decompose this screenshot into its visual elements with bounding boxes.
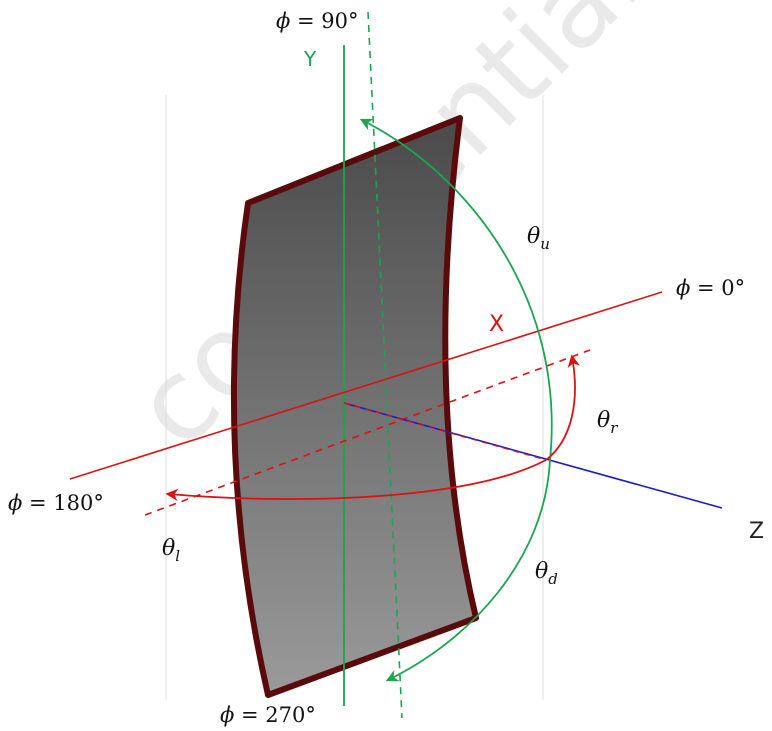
theta-u-label: θu [527, 224, 550, 253]
phi-0-value: = 0° [690, 276, 745, 300]
theta-d-subscript: d [548, 570, 558, 588]
phi-180-label: ϕ = 180° [8, 491, 104, 515]
phi-270-value: = 270° [234, 703, 316, 727]
theta-u-symbol: θ [527, 224, 540, 249]
phi-90-symbol: ϕ [276, 9, 290, 33]
theta-d-label: θd [535, 559, 558, 588]
theta-u-subscript: u [540, 235, 550, 253]
tilted-x-dashed-line [144, 349, 591, 516]
theta-l-subscript: l [175, 547, 180, 565]
phi-0-label: ϕ = 0° [676, 276, 745, 300]
z-axis-label: Z [749, 519, 764, 544]
theta-l-arc [165, 459, 547, 502]
z-axis-line [343, 402, 723, 509]
theta-r-arc [545, 354, 581, 461]
theta-d-arc [385, 459, 551, 682]
phi-90-label: ϕ = 90° [276, 9, 359, 33]
theta-r-subscript: r [610, 419, 618, 437]
theta-l-symbol: θ [162, 536, 175, 561]
phi-180-value: = 180° [22, 491, 104, 515]
phi-270-label: ϕ = 270° [220, 703, 316, 727]
theta-r-label: θr [597, 408, 618, 437]
phi-180-symbol: ϕ [8, 491, 22, 515]
x-axis-label: X [489, 312, 504, 337]
phi-90-value: = 90° [290, 9, 358, 33]
x-axis-line [69, 291, 663, 480]
phi-270-symbol: ϕ [220, 703, 234, 727]
y-axis-label: Y [303, 47, 317, 71]
phi-0-symbol: ϕ [676, 276, 690, 300]
theta-d-symbol: θ [535, 559, 548, 584]
theta-r-symbol: θ [597, 408, 610, 433]
theta-u-arc [359, 118, 553, 461]
z-axis-projection-dashed [343, 402, 547, 461]
theta-l-label: θl [162, 536, 180, 565]
